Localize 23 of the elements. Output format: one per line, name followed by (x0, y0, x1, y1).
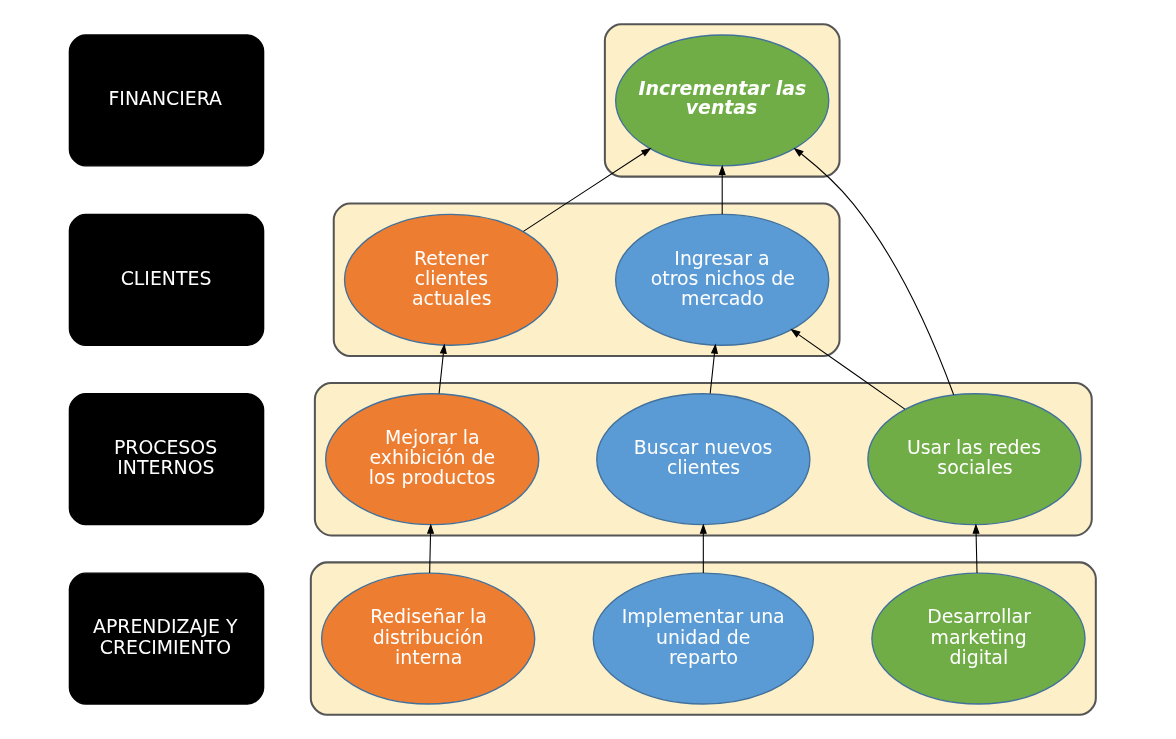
node-box: PROCESOS INTERNOS (68, 393, 265, 526)
arrow (718, 164, 726, 215)
node-ellipse: Buscar nuevos clientes (596, 393, 811, 526)
node-ellipse: Desarrollar marketing digital (871, 572, 1086, 705)
node-ellipse: Rediseñar la distribución interna (320, 572, 536, 705)
arrow (972, 523, 980, 574)
arrow (790, 328, 906, 410)
node-ellipse: Ingresar a otros nichos de mercado (614, 213, 830, 346)
node-box: FINANCIERA (68, 34, 265, 167)
node-ellipse: Implementar una unidad de reparto (592, 572, 815, 705)
node-box: APRENDIZAJE Y CRECIMIENTO (68, 572, 265, 705)
arrow (709, 343, 718, 395)
arrow (793, 147, 955, 396)
node-box: CLIENTES (68, 213, 265, 346)
node-ellipse: Incrementar las ventas (614, 34, 830, 167)
node-ellipse: Mejorar la exhibición de los productos (325, 393, 540, 526)
arrow (699, 523, 707, 574)
cluster (309, 561, 1097, 716)
arrow (522, 147, 652, 232)
arrow (438, 343, 447, 395)
arrow (426, 523, 435, 574)
node-ellipse: Usar las redes sociales (867, 393, 1082, 526)
node-ellipse: Retener clientes actuales (343, 213, 559, 346)
